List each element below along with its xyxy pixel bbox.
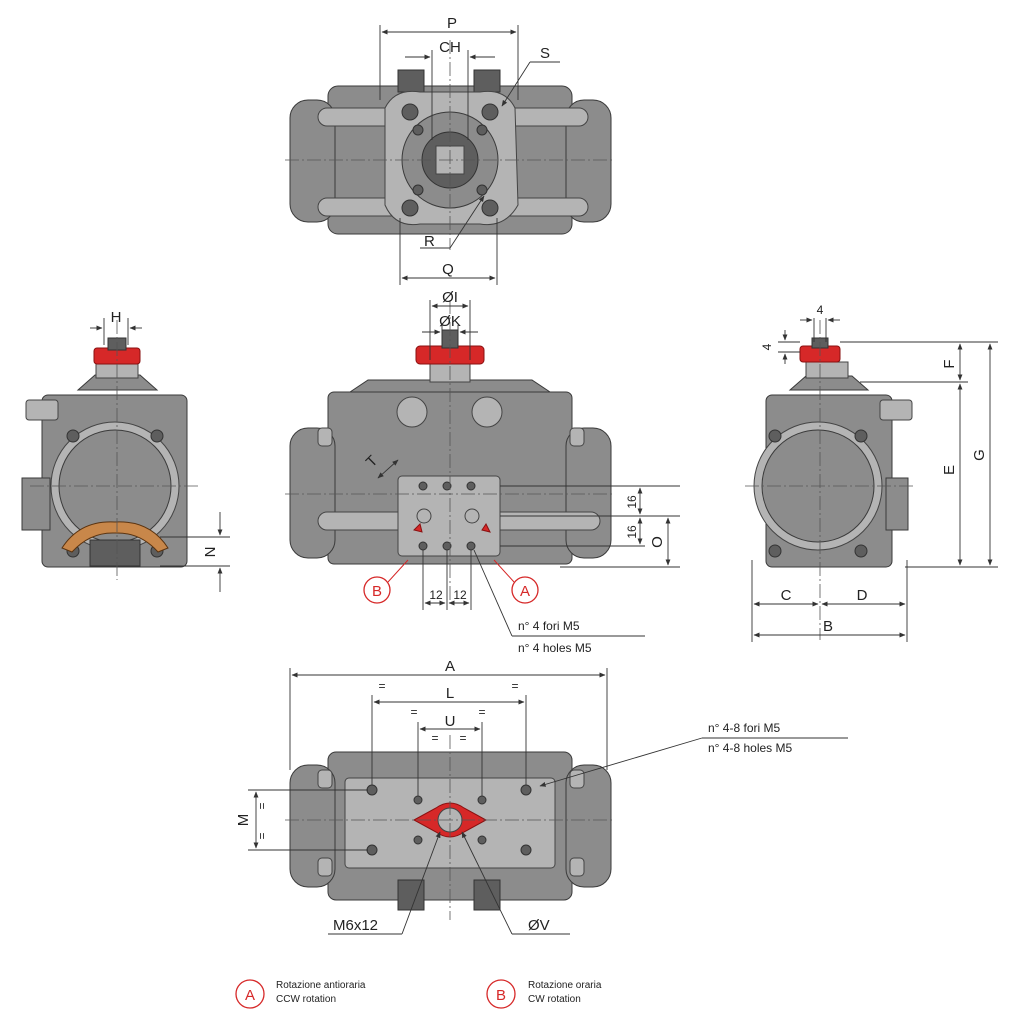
dim-l-eq-right: = <box>478 705 485 719</box>
marker-a-label: A <box>520 583 530 600</box>
legend-b-it: Rotazione oraria <box>528 980 602 991</box>
dim-12b-label: 12 <box>453 588 467 602</box>
dim-n-label: N <box>202 547 219 558</box>
dim-g-label: G <box>971 449 988 461</box>
dim-12a-label: 12 <box>429 588 443 602</box>
dim-m-label: M <box>235 814 252 827</box>
top-view: P CH S R Q <box>285 15 615 285</box>
legend-a-circle <box>235 979 265 1009</box>
legend-b-en: CW rotation <box>528 994 581 1005</box>
dim-16b-label: 16 <box>625 525 639 539</box>
dim-u-eq-left: = <box>431 731 438 745</box>
dim-4-side-label: 4 <box>760 343 774 350</box>
dim-b-label: B <box>823 618 833 635</box>
dim-p-label: P <box>447 15 457 32</box>
dim-u-label: U <box>445 713 456 730</box>
dim-ch-label: CH <box>439 39 461 56</box>
legend-a-en: CCW rotation <box>276 994 336 1005</box>
marker-a-circle <box>511 576 539 604</box>
legend: A Rotazione antioraria CCW rotation B Ro… <box>235 979 602 1009</box>
dim-v-label: ØV <box>528 917 550 934</box>
dim-a-eq-left: = <box>378 679 385 693</box>
bottom-view: A = = L = = U = = M = = n° 4-8 fori M5 n… <box>235 658 848 935</box>
dim-q-label: Q <box>442 261 454 278</box>
right-side-view: 4 4 F E G C D B <box>745 303 998 642</box>
dim-u-eq-right: = <box>459 731 466 745</box>
dim-s-label: S <box>540 45 550 62</box>
legend-a-it: Rotazione antioraria <box>276 980 366 991</box>
dim-a-label: A <box>445 658 455 675</box>
legend-b-symbol: B <box>496 987 506 1004</box>
front-holes-en: n° 4 holes M5 <box>518 641 592 655</box>
dim-o-label: O <box>649 536 666 548</box>
dim-l-label: L <box>446 685 454 702</box>
dim-l-eq-left: = <box>410 705 417 719</box>
dim-h-label: H <box>111 309 122 326</box>
dim-4-top-label: 4 <box>817 303 824 317</box>
dim-a-eq-right: = <box>511 679 518 693</box>
front-holes-it: n° 4 fori M5 <box>518 619 580 633</box>
thread-label: M6x12 <box>333 917 378 934</box>
dim-k-label: ØK <box>439 313 461 330</box>
dim-e-label: E <box>941 465 958 475</box>
dim-16a-label: 16 <box>625 495 639 509</box>
front-view: ØI ØK T 16 16 O 12 12 B A <box>285 289 680 655</box>
dim-i-label: ØI <box>442 289 458 306</box>
left-side-view: H N <box>21 309 230 592</box>
dim-d-label: D <box>857 587 868 604</box>
dim-m-eq-bottom: = <box>255 832 269 839</box>
dim-r-label: R <box>424 233 435 250</box>
legend-a-symbol: A <box>245 987 255 1004</box>
legend-b-circle <box>486 979 516 1009</box>
marker-b-circle <box>363 576 391 604</box>
dim-f-label: F <box>941 359 958 368</box>
bottom-holes-en: n° 4-8 holes M5 <box>708 741 793 755</box>
dim-m-eq-top: = <box>255 802 269 809</box>
bottom-holes-it: n° 4-8 fori M5 <box>708 721 780 735</box>
dim-c-label: C <box>781 587 792 604</box>
marker-b-label: B <box>372 583 382 600</box>
